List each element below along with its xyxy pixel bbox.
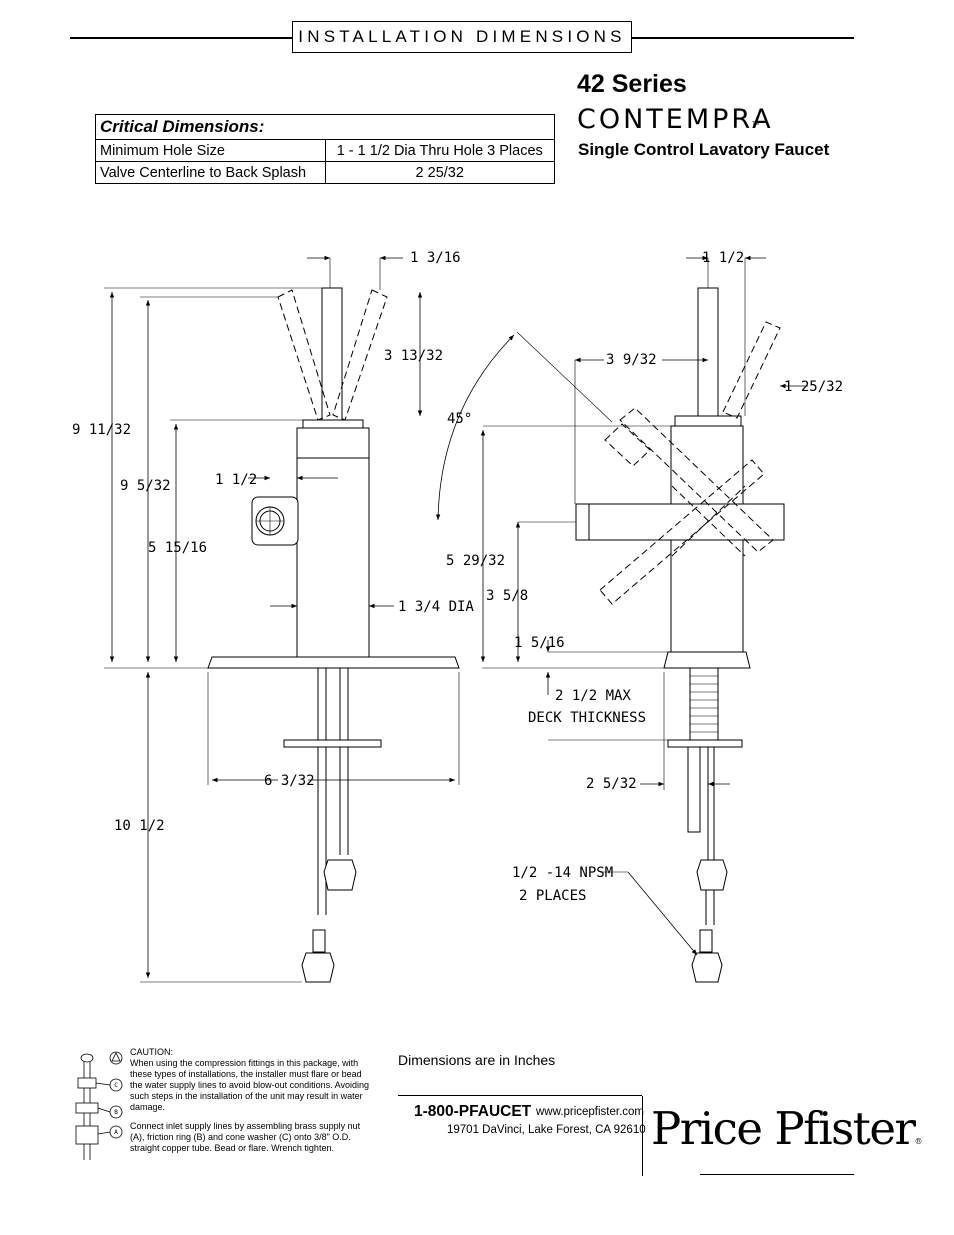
- side-view-drawing: [435, 287, 785, 983]
- brand-name: CONTEMPRA: [577, 104, 774, 135]
- dim-front-handle-height: 3 13/32: [384, 348, 443, 364]
- dim-side-deck-max: 2 1/2 MAX: [555, 688, 631, 704]
- dim-side-base-height: 1 5/16: [514, 635, 565, 651]
- address: 19701 DaVinci, Lake Forest, CA 92610: [447, 1124, 646, 1136]
- logo-registered-mark: ®: [914, 1137, 922, 1146]
- contact-box: [398, 1095, 642, 1176]
- dim-side-reach: 3 9/32: [606, 352, 657, 368]
- front-view-drawing: [104, 287, 460, 983]
- dim-side-deck-label: DECK THICKNESS: [528, 710, 646, 726]
- page-title: INSTALLATION DIMENSIONS: [292, 21, 632, 53]
- row-label: Minimum Hole Size: [95, 139, 326, 162]
- row-label: Valve Centerline to Back Splash: [95, 161, 326, 184]
- dim-front-body-dia: 1 3/4 DIA: [398, 599, 474, 615]
- header-rule-right: [632, 37, 854, 39]
- side-view-dimensions: [480, 255, 808, 956]
- row-value: 1 - 1 1/2 Dia Thru Hole 3 Places: [324, 139, 555, 162]
- logo-text: Price Pfister: [651, 1102, 916, 1155]
- dim-side-spout-height: 3 5/8: [486, 588, 528, 604]
- brand-trademark: TM: [752, 121, 760, 127]
- dim-side-places: 2 PLACES: [519, 888, 586, 904]
- dim-front-handle-offset: 1 3/16: [410, 250, 461, 266]
- phone-number: 1-800-PFAUCET: [414, 1103, 532, 1120]
- website-link[interactable]: www.pricepfister.com: [536, 1106, 645, 1118]
- header-rule-left: [70, 37, 292, 39]
- supply-fitting-illustration: C B A: [75, 1051, 123, 1160]
- front-view-dimensions: [109, 255, 460, 978]
- row-value: 2 25/32: [324, 161, 555, 184]
- caution-title: CAUTION:: [130, 1047, 174, 1057]
- table-row: Valve Centerline to Back Splash 2 25/32: [95, 161, 555, 184]
- svg-text:A: A: [114, 1129, 118, 1136]
- critical-dimensions-table: Critical Dimensions: Minimum Hole Size 1…: [95, 114, 555, 184]
- logo-box-rule: [700, 1174, 854, 1175]
- dim-front-below-deck: 10 1/2: [114, 818, 165, 834]
- svg-text:C: C: [114, 1082, 118, 1089]
- price-pfister-logo: Price Pfister®: [651, 1102, 922, 1155]
- dim-side-top-width: 1 1/2: [702, 250, 744, 266]
- contact-box-rule: [642, 1096, 643, 1176]
- product-name: Single Control Lavatory Faucet: [578, 140, 830, 159]
- dim-side-base-depth: 2 5/32: [586, 776, 637, 792]
- caution-instructions: Connect inlet supply lines by assembling…: [130, 1121, 361, 1153]
- dim-side-thread: 1/2 -14 NPSM: [512, 865, 613, 881]
- svg-text:B: B: [114, 1109, 118, 1116]
- dim-side-handle-angle: 45°: [447, 411, 472, 427]
- dim-front-height-to-cap: 9 5/32: [120, 478, 171, 494]
- caution-text: CAUTION: When using the compression fitt…: [130, 1047, 372, 1154]
- units-note: Dimensions are in Inches: [398, 1052, 556, 1068]
- series-title: 42 Series: [577, 70, 687, 98]
- installation-drawing: 1 3/16 3 13/32 9 11/32 9 5/32 5 15/16 1 …: [72, 250, 843, 983]
- dim-front-overall-height: 9 11/32: [72, 422, 131, 438]
- dim-side-height: 5 29/32: [446, 553, 505, 569]
- dim-front-spout-offset: 1 1/2: [215, 472, 257, 488]
- caution-warning: When using the compression fittings in t…: [130, 1058, 369, 1112]
- dim-front-body-height: 5 15/16: [148, 540, 207, 556]
- dim-side-offset: 1 25/32: [784, 379, 843, 395]
- dim-front-base-width: 6 3/32: [264, 773, 315, 789]
- table-row: Minimum Hole Size 1 - 1 1/2 Dia Thru Hol…: [95, 139, 555, 162]
